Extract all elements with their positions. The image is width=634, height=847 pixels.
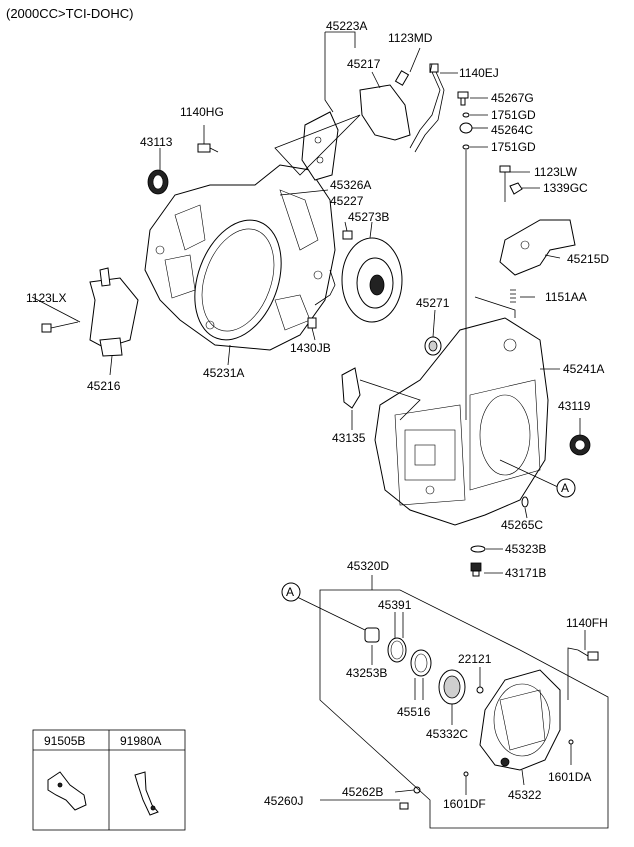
hose-1140EJ[interactable] xyxy=(409,63,445,153)
washer-45323B[interactable] xyxy=(470,545,486,553)
label-1140EJ: 1140EJ xyxy=(459,66,499,80)
oring-45265C[interactable] xyxy=(521,496,529,508)
label-45231A: 45231A xyxy=(203,366,244,380)
label-45264C: 45264C xyxy=(491,123,533,137)
bolt-1123LX[interactable] xyxy=(41,321,79,333)
label-45323B: 45323B xyxy=(505,542,546,556)
label-1339GC: 1339GC xyxy=(543,181,588,195)
clip-91505B-icon xyxy=(47,771,87,811)
label-45516: 45516 xyxy=(397,705,431,719)
label-45326A: 45326A xyxy=(330,178,371,192)
plug-43171B[interactable] xyxy=(470,562,482,577)
seal-45271[interactable] xyxy=(424,336,442,356)
svg-text:A: A xyxy=(561,481,569,495)
label-1123LX: 1123LX xyxy=(26,291,66,305)
bolt-1123LW[interactable] xyxy=(499,165,511,202)
label-1151AA: 1151AA xyxy=(545,290,587,304)
svg-text:A: A xyxy=(286,585,294,599)
label-45227: 45227 xyxy=(330,194,364,208)
pin-22121[interactable] xyxy=(476,686,484,694)
spring-1151AA[interactable] xyxy=(510,289,516,303)
clutch-housing-45231A[interactable] xyxy=(144,164,336,352)
label-45262B: 45262B xyxy=(342,785,383,799)
bolt-45267G[interactable] xyxy=(457,91,469,106)
oil-seal-43113[interactable] xyxy=(147,169,169,195)
ring-45391[interactable] xyxy=(387,637,407,663)
ref-callout-a-kit: A xyxy=(281,582,301,602)
label-22121: 22121 xyxy=(458,652,492,666)
label-1140HG: 1140HG xyxy=(180,105,224,119)
label-45322: 45322 xyxy=(508,788,542,802)
washer-1751GD-b[interactable] xyxy=(462,144,470,150)
label-43135: 43135 xyxy=(332,431,366,445)
bracket-45216[interactable] xyxy=(89,267,139,357)
bracket-45215D[interactable] xyxy=(499,219,576,276)
cover-45322[interactable] xyxy=(479,669,561,771)
label-45241A: 45241A xyxy=(563,362,604,376)
label-43119: 43119 xyxy=(558,399,591,413)
label-45391: 45391 xyxy=(378,598,412,612)
clip-91980A-icon xyxy=(134,771,159,816)
bolt-1140HG[interactable] xyxy=(197,143,219,153)
leader-lines xyxy=(31,31,609,829)
label-1751GD-b: 1751GD xyxy=(491,140,536,154)
label-43253B: 43253B xyxy=(346,666,387,680)
label-1751GD-a: 1751GD xyxy=(491,108,536,122)
bolt-1123MD[interactable] xyxy=(394,70,410,86)
label-1140FH: 1140FH xyxy=(566,616,608,630)
bolt-45260J[interactable] xyxy=(399,802,409,810)
label-43113: 43113 xyxy=(140,135,173,149)
washer-1751GD-a[interactable] xyxy=(462,112,470,118)
pin-1601DF[interactable] xyxy=(463,771,469,777)
fitting-45264C[interactable] xyxy=(459,122,473,134)
label-1430JB: 1430JB xyxy=(290,341,331,355)
label-45320D: 45320D xyxy=(347,559,389,573)
nut-1339GC[interactable] xyxy=(509,182,523,195)
bolt-1430JB[interactable] xyxy=(307,317,317,329)
cover-45273B[interactable] xyxy=(341,237,403,323)
label-1601DA: 1601DA xyxy=(548,770,591,784)
plate-45217[interactable] xyxy=(359,84,411,141)
label-45271: 45271 xyxy=(416,296,450,310)
label-45260J: 45260J xyxy=(264,794,303,808)
piston-45332C[interactable] xyxy=(438,669,466,705)
label-45273B: 45273B xyxy=(348,210,389,224)
label-45217: 45217 xyxy=(347,57,381,71)
label-45223A: 45223A xyxy=(326,19,367,33)
bracket-43135[interactable] xyxy=(341,367,361,409)
pin-1601DA[interactable] xyxy=(568,739,574,745)
label-45216: 45216 xyxy=(87,379,121,393)
transmission-case-45241A[interactable] xyxy=(374,317,549,526)
bolt-1140FH[interactable] xyxy=(577,649,599,661)
label-43171B: 43171B xyxy=(505,566,546,580)
legend-col-91505B: 91505B xyxy=(44,734,85,748)
label-45267G: 45267G xyxy=(491,91,534,105)
label-45332C: 45332C xyxy=(426,727,468,741)
part-labels: 45223A 1123MD 45217 1140EJ 45267G 1751GD… xyxy=(26,19,609,811)
engine-spec-header: (2000CC>TCI-DOHC) xyxy=(6,6,134,21)
ref-callout-a-case: A xyxy=(556,478,576,498)
label-45265C: 45265C xyxy=(501,518,543,532)
bearing-43253B[interactable] xyxy=(364,627,380,643)
label-45215D: 45215D xyxy=(567,252,609,266)
label-1123LW: 1123LW xyxy=(534,165,578,179)
label-1601DF: 1601DF xyxy=(443,797,486,811)
bracket-45223A[interactable] xyxy=(301,111,339,181)
legend-col-91980A: 91980A xyxy=(120,734,161,748)
legend-table: 91505B 91980A xyxy=(32,729,186,831)
oil-seal-43119[interactable] xyxy=(569,434,591,456)
label-1123MD: 1123MD xyxy=(388,31,433,45)
sensor-45227[interactable] xyxy=(342,230,353,240)
ring-45516[interactable] xyxy=(410,649,432,677)
